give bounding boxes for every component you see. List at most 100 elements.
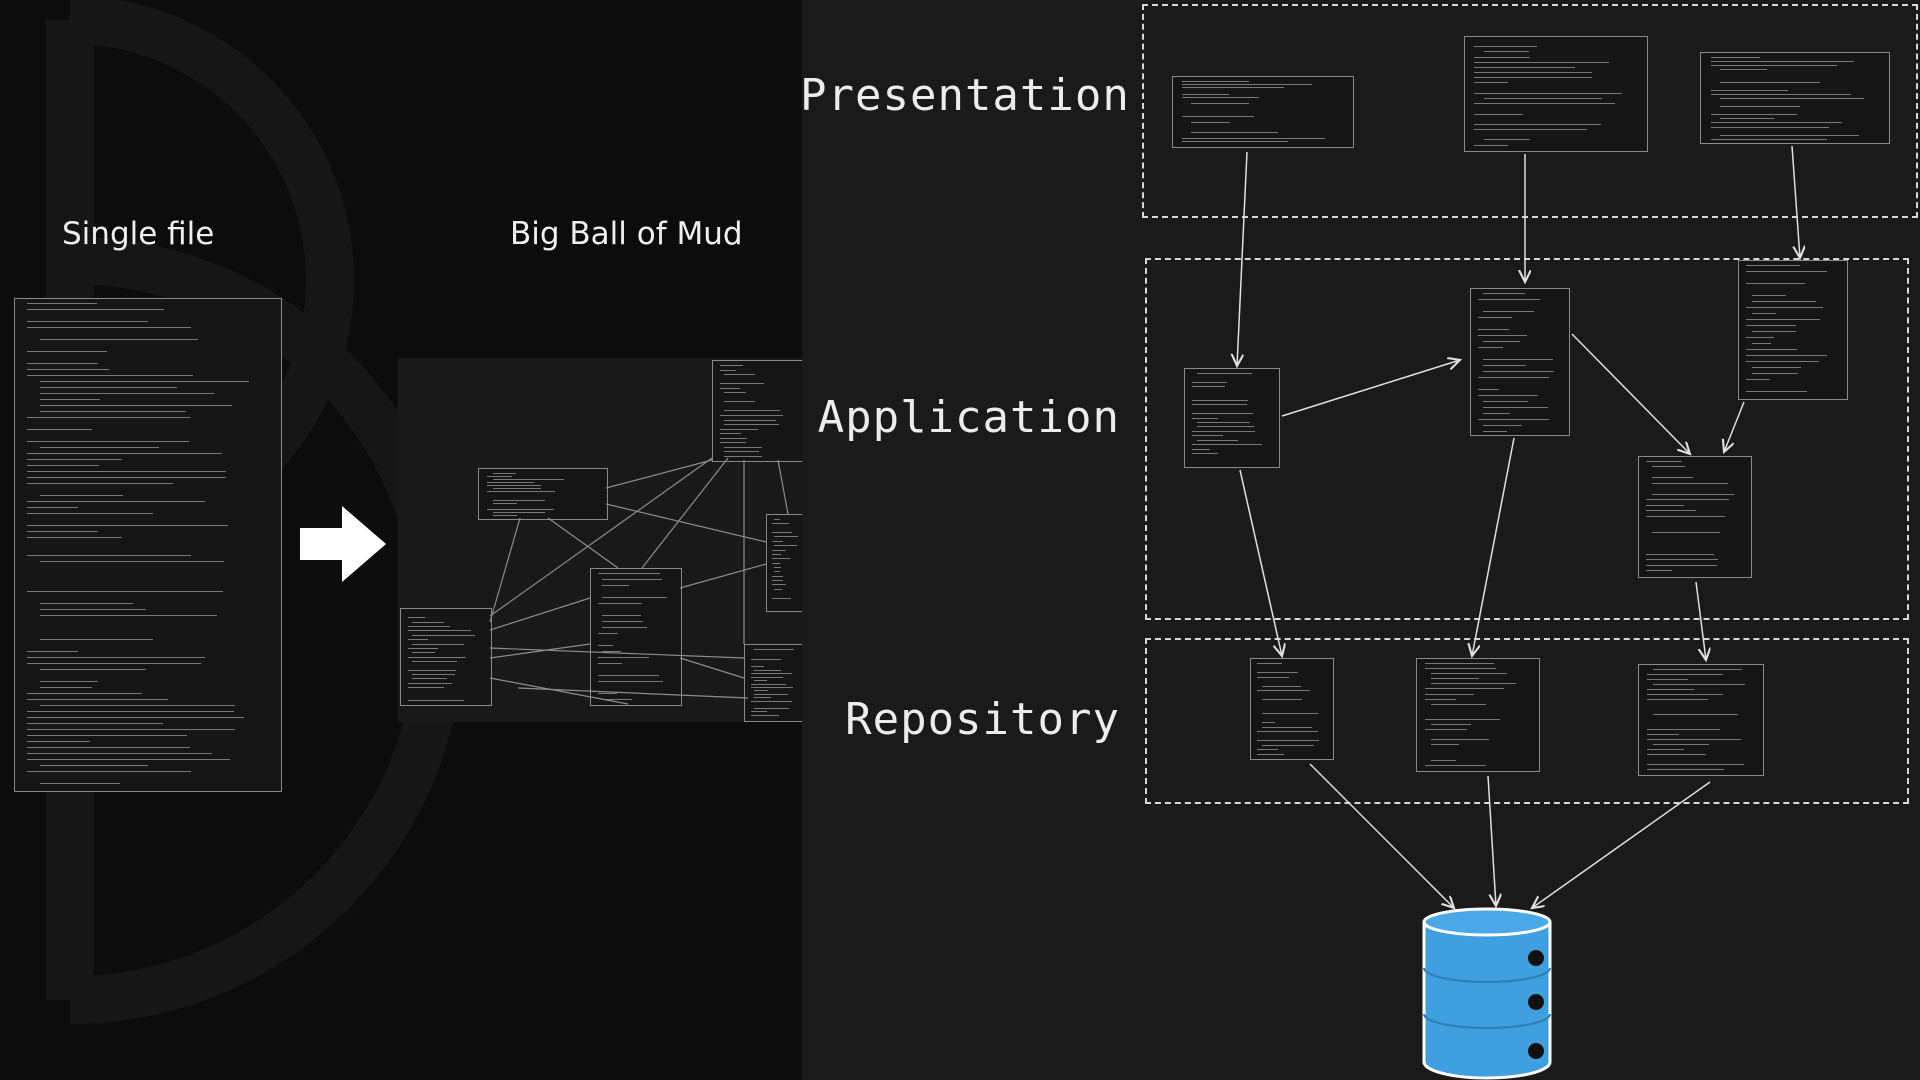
code-line [26,537,123,538]
code-line [753,649,795,650]
code-line [724,419,777,421]
code-line [1191,386,1225,388]
code-line [1424,693,1475,695]
code-line [1191,122,1231,124]
code-line [753,707,790,709]
code-line [719,369,736,371]
code-line [1191,435,1223,437]
code-line [1646,739,1741,740]
code-line [753,697,771,699]
code-line [1474,61,1610,63]
code-line [1261,726,1312,728]
code-line [1710,126,1829,128]
mud-code-sheet [744,644,802,722]
code-line [1751,331,1797,332]
code-line [772,580,783,582]
single-file-caption: Single file [62,216,215,252]
code-line [26,429,93,430]
code-line [26,711,234,712]
repository-code-sheet [1416,658,1540,772]
code-line [1474,46,1537,48]
single-file-code-sheet [14,298,282,792]
code-line [1191,444,1262,446]
code-line [493,503,517,504]
right-arrow-icon [300,506,386,582]
code-line [1191,404,1248,406]
code-line [1474,103,1615,105]
code-line [597,657,650,658]
mud-code-sheet [712,360,802,462]
code-line [1482,311,1534,312]
code-line [724,446,762,448]
code-line [1474,92,1623,94]
code-line [719,428,759,430]
code-line [1646,570,1673,572]
code-line [1257,676,1290,678]
code-line [1720,106,1801,108]
application-code-sheet [1184,368,1280,468]
code-line [1646,504,1684,506]
code-line [772,558,790,560]
code-line [40,393,215,394]
code-line [1652,684,1746,685]
code-line [1182,87,1284,89]
code-line [1430,703,1486,705]
code-line [1477,335,1528,336]
code-line [597,603,643,604]
code-line [1477,299,1540,300]
code-line [1191,453,1219,455]
code-line [602,585,630,586]
code-line [719,415,784,416]
code-line [1191,399,1249,401]
code-line [26,771,191,772]
repository-code-sheet [1250,658,1334,760]
code-line [486,476,513,477]
code-line [1182,96,1259,98]
code-line [26,363,98,364]
code-line [1646,679,1688,680]
code-line [602,579,662,580]
code-line [750,673,793,675]
code-line [1257,753,1285,755]
code-line [1182,138,1326,140]
code-line [1430,724,1471,726]
code-line [493,473,517,474]
repository-layer-label: Repository [845,694,1120,745]
code-line [407,687,444,689]
code-line [26,717,245,718]
application-layer-box [1145,258,1909,620]
code-line [719,433,741,435]
code-line [1646,461,1683,462]
code-line [750,659,782,661]
code-line [602,621,644,622]
code-line [26,723,163,724]
code-line [1482,365,1526,366]
code-line [412,674,456,676]
code-line [1483,51,1529,53]
code-line [1257,672,1299,674]
code-line [597,663,623,664]
code-line [1646,510,1696,512]
code-line [407,669,457,671]
code-line [597,681,663,682]
mud-connections [489,457,789,705]
code-line [1477,377,1550,378]
repository-layer-box [1145,638,1909,804]
code-line [1191,417,1219,419]
code-line [26,309,165,310]
code-line [40,495,123,496]
code-line [1477,329,1510,330]
code-line [1182,93,1229,95]
code-line [1651,477,1693,479]
code-line [1424,698,1457,700]
code-line [1430,678,1479,680]
code-line [772,549,787,551]
code-line [26,759,230,760]
code-line [1477,389,1499,390]
code-line [26,531,99,532]
code-line [597,693,617,694]
code-line [772,553,782,555]
code-line [407,700,464,702]
big-ball-of-mud-caption: Big Ball of Mud [510,216,743,252]
mud-code-sheet [766,514,802,612]
